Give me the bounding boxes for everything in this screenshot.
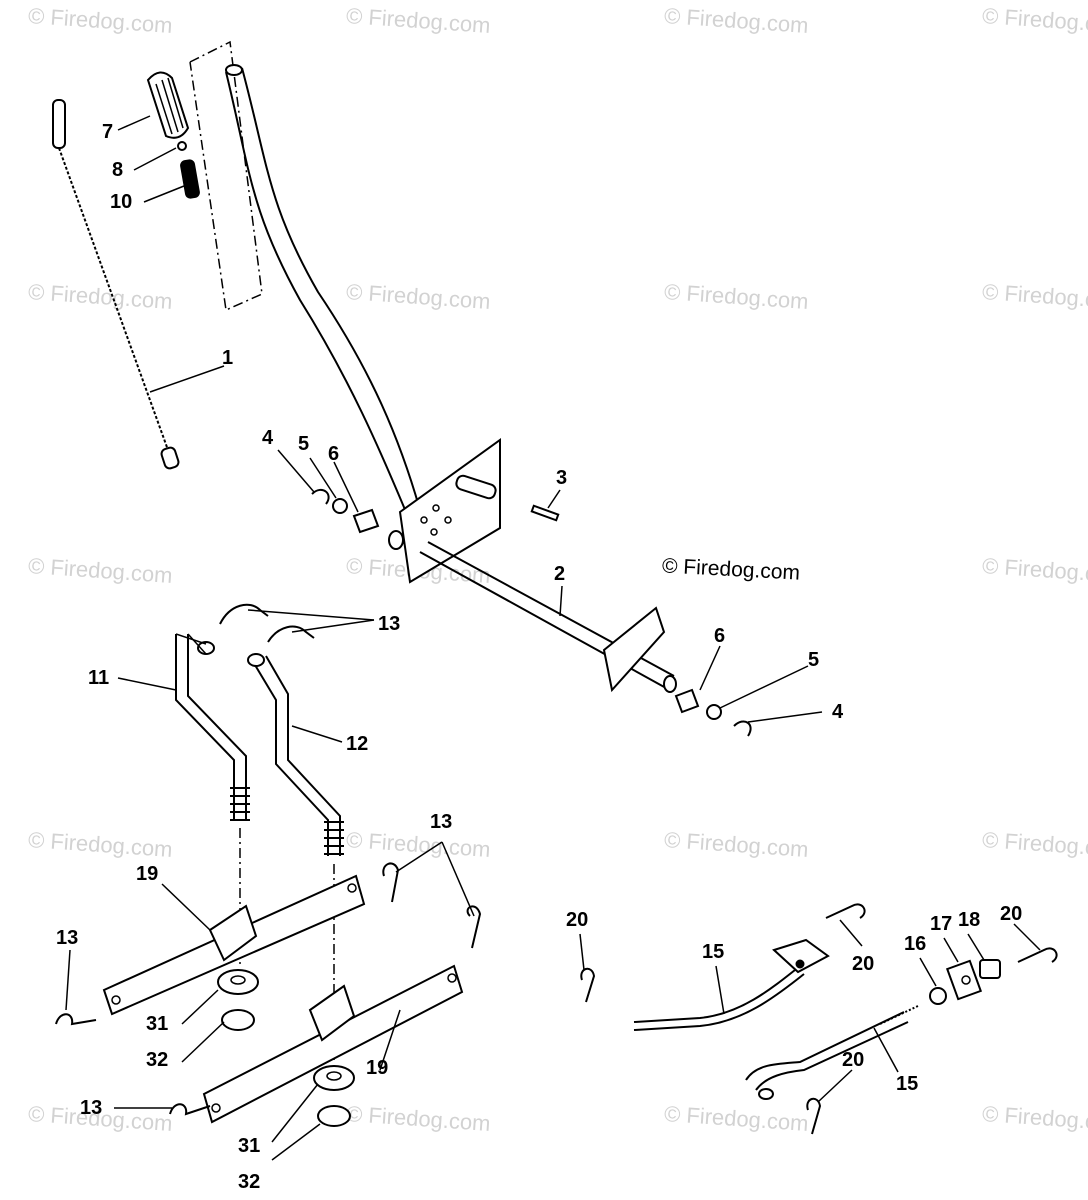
part-15-rod bbox=[633, 965, 805, 1031]
part-31-bushing-hole bbox=[326, 1071, 342, 1081]
part-16-nut bbox=[929, 987, 947, 1005]
callout-11: 11 bbox=[88, 667, 110, 689]
part-19-lift-arm bbox=[102, 874, 366, 1016]
part-10-spring bbox=[180, 159, 200, 199]
leader-lines bbox=[65, 115, 1041, 1161]
part-4-clip bbox=[311, 488, 330, 505]
part-6-bushing bbox=[352, 508, 380, 534]
part-13-pin bbox=[169, 1103, 211, 1116]
callout-15: 15 bbox=[896, 1073, 919, 1095]
shaft-end bbox=[388, 530, 404, 550]
part-31-bushing bbox=[313, 1065, 355, 1091]
callout-31: 31 bbox=[238, 1135, 261, 1157]
callout-16: 16 bbox=[904, 933, 927, 955]
part-13-pin bbox=[382, 862, 400, 903]
callout-1: 1 bbox=[222, 347, 234, 369]
part-20-pin bbox=[825, 903, 866, 919]
callout-7: 7 bbox=[102, 121, 114, 143]
callout-5: 5 bbox=[808, 649, 820, 671]
callout-10: 10 bbox=[110, 191, 133, 213]
callout-32: 32 bbox=[146, 1049, 169, 1071]
callout-4: 4 bbox=[262, 427, 274, 449]
part-31-bushing-hole bbox=[230, 975, 246, 985]
part-15-rod bbox=[745, 1005, 919, 1100]
part-5-washer bbox=[332, 498, 348, 514]
part-18-fitting bbox=[979, 959, 1001, 979]
callout-20: 20 bbox=[842, 1049, 865, 1071]
callout-13: 13 bbox=[430, 811, 453, 833]
callout-20: 20 bbox=[852, 953, 875, 975]
part-13-pin bbox=[466, 905, 482, 949]
adjuster-block bbox=[772, 938, 830, 974]
part-4-clip bbox=[733, 720, 752, 737]
part-31-bushing bbox=[217, 969, 259, 995]
part-32-nut bbox=[221, 1009, 255, 1031]
part-2-shaft bbox=[419, 541, 677, 693]
part-8-ball bbox=[177, 141, 187, 151]
callout-2: 2 bbox=[554, 563, 566, 585]
callout-12: 12 bbox=[346, 733, 369, 755]
mounting-plate bbox=[398, 438, 501, 584]
callout-13: 13 bbox=[378, 613, 401, 635]
part-5-washer bbox=[706, 704, 722, 720]
part-32-nut bbox=[317, 1105, 351, 1127]
part-17-swivel bbox=[945, 959, 983, 1001]
part-6-bushing bbox=[674, 688, 700, 714]
part-3-key bbox=[530, 504, 560, 522]
callout-17: 17 bbox=[930, 913, 953, 935]
callout-20: 20 bbox=[1000, 903, 1023, 925]
callout-13: 13 bbox=[56, 927, 79, 949]
callout-19: 19 bbox=[366, 1057, 389, 1079]
callout-6: 6 bbox=[714, 625, 726, 647]
part-13-pin bbox=[55, 1013, 97, 1026]
part-7-handle-grip bbox=[146, 71, 190, 139]
part-20-pin bbox=[806, 1097, 822, 1135]
part-1-cable-rod bbox=[52, 99, 180, 470]
callout-31: 31 bbox=[146, 1013, 169, 1035]
part-20-pin bbox=[580, 967, 596, 1003]
callout-13: 13 bbox=[80, 1097, 103, 1119]
callout-5: 5 bbox=[298, 433, 310, 455]
callout-3: 3 bbox=[556, 467, 568, 489]
callout-4: 4 bbox=[832, 701, 844, 723]
callout-18: 18 bbox=[958, 909, 981, 931]
callout-19: 19 bbox=[136, 863, 159, 885]
part-20-pin bbox=[1017, 947, 1058, 963]
lift-handle-tube bbox=[225, 64, 421, 513]
part-11-lift-link bbox=[175, 633, 250, 821]
callout-8: 8 bbox=[112, 159, 124, 181]
callout-20: 20 bbox=[566, 909, 589, 931]
part-12-lift-link bbox=[247, 653, 344, 856]
callout-6: 6 bbox=[328, 443, 340, 465]
part-13-pin bbox=[267, 625, 315, 643]
part-13-pin bbox=[219, 603, 269, 625]
part-19-lift-arm bbox=[202, 964, 464, 1124]
callout-32: 32 bbox=[238, 1171, 261, 1193]
exploded-view-outline bbox=[189, 40, 263, 312]
callout-15: 15 bbox=[702, 941, 725, 963]
